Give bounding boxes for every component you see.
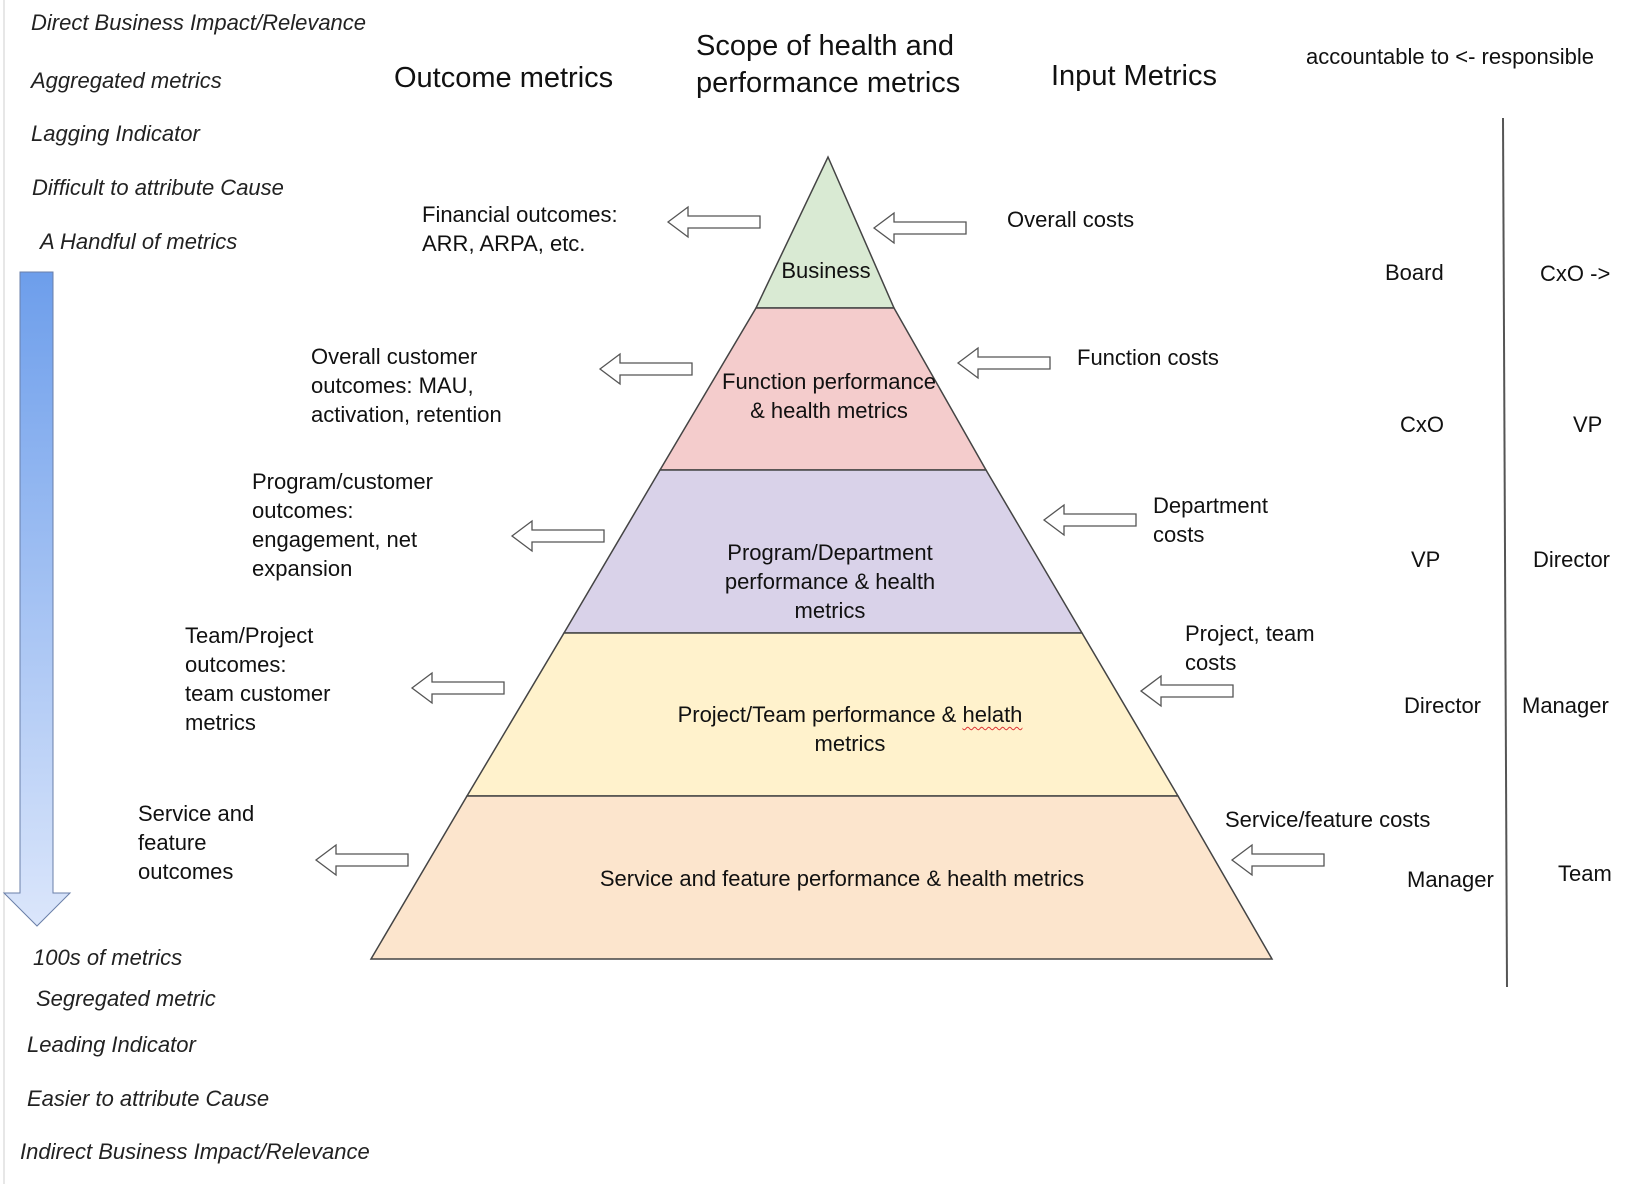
accountable-director: Director (1404, 693, 1482, 718)
input-arrow-5 (1230, 843, 1325, 877)
outcome-financial: Financial outcomes: ARR, ARPA, etc. (422, 202, 618, 256)
accountable-manager: Manager (1407, 867, 1494, 892)
input-arrow-1 (872, 211, 967, 245)
input-arrow-3 (1042, 503, 1137, 537)
outcome-arrow-2 (598, 352, 693, 386)
property-handful: A Handful of metrics (40, 229, 238, 254)
outcome-arrow-5 (314, 843, 409, 877)
level-label-project-metrics: metrics (814, 731, 886, 756)
responsible-manager: Manager (1522, 693, 1609, 718)
outcome-team: Team/Project outcomes: team customer met… (185, 623, 331, 735)
property-difficult-attribution: Difficult to attribute Cause (32, 175, 284, 200)
outcome-arrow-1 (666, 205, 761, 239)
level-label-project: Project/Team performance & helath metrics (600, 700, 1100, 758)
input-arrow-2 (956, 346, 1051, 380)
input-function-costs: Function costs (1077, 345, 1219, 370)
accountability-divider (1502, 117, 1508, 988)
responsible-team: Team (1558, 861, 1612, 886)
input-overall-costs: Overall costs (1007, 207, 1135, 232)
responsible-vp: VP (1573, 412, 1603, 437)
accountable-vp: VP (1411, 547, 1441, 572)
input-project-costs: Project, team costs (1185, 621, 1315, 675)
header-outcome-metrics: Outcome metrics (394, 62, 614, 94)
header-scope-line2: performance metrics (696, 67, 961, 99)
header-input-metrics: Input Metrics (1051, 60, 1217, 92)
input-service-costs: Service/feature costs (1225, 807, 1431, 832)
accountable-board: Board (1385, 260, 1444, 285)
input-arrow-4 (1139, 674, 1234, 708)
property-lagging: Lagging Indicator (31, 121, 200, 146)
outcome-customer: Overall customer outcomes: MAU, activati… (311, 344, 502, 427)
accountable-cxo: CxO (1400, 412, 1444, 437)
level-label-program: Program/Department performance & health … (724, 540, 936, 623)
property-direct-impact: Direct Business Impact/Relevance (31, 10, 367, 35)
level-label-business: Business (781, 258, 871, 283)
pyramid-level-business (754, 155, 896, 309)
outcome-arrow-4 (410, 671, 505, 705)
property-indirect-impact: Indirect Business Impact/Relevance (20, 1139, 370, 1164)
property-100s-metrics: 100s of metrics (33, 945, 183, 970)
level-label-project-typo: helath (962, 702, 1023, 727)
property-segregated: Segregated metric (36, 986, 216, 1011)
level-label-function: Function performance & health metrics (722, 369, 936, 423)
outcome-arrow-3 (510, 519, 605, 553)
gradient-down-arrow (2, 271, 72, 927)
responsible-cxo: CxO -> (1540, 261, 1611, 286)
property-aggregated: Aggregated metrics (31, 68, 222, 93)
level-label-project-text: Project/Team performance & (677, 702, 963, 727)
property-easier-attribution: Easier to attribute Cause (27, 1086, 270, 1111)
property-leading: Leading Indicator (27, 1032, 196, 1057)
header-scope-line1: Scope of health and (696, 30, 954, 62)
input-department-costs: Department costs (1153, 493, 1268, 547)
level-label-service: Service and feature performance & health… (599, 866, 1085, 891)
header-accountability: accountable to <- responsible (1306, 44, 1595, 69)
outcome-service: Service and feature outcomes (138, 801, 255, 884)
pyramid-level-service (369, 795, 1274, 960)
outcome-program: Program/customer outcomes: engagement, n… (252, 469, 433, 581)
responsible-director: Director (1533, 547, 1611, 572)
